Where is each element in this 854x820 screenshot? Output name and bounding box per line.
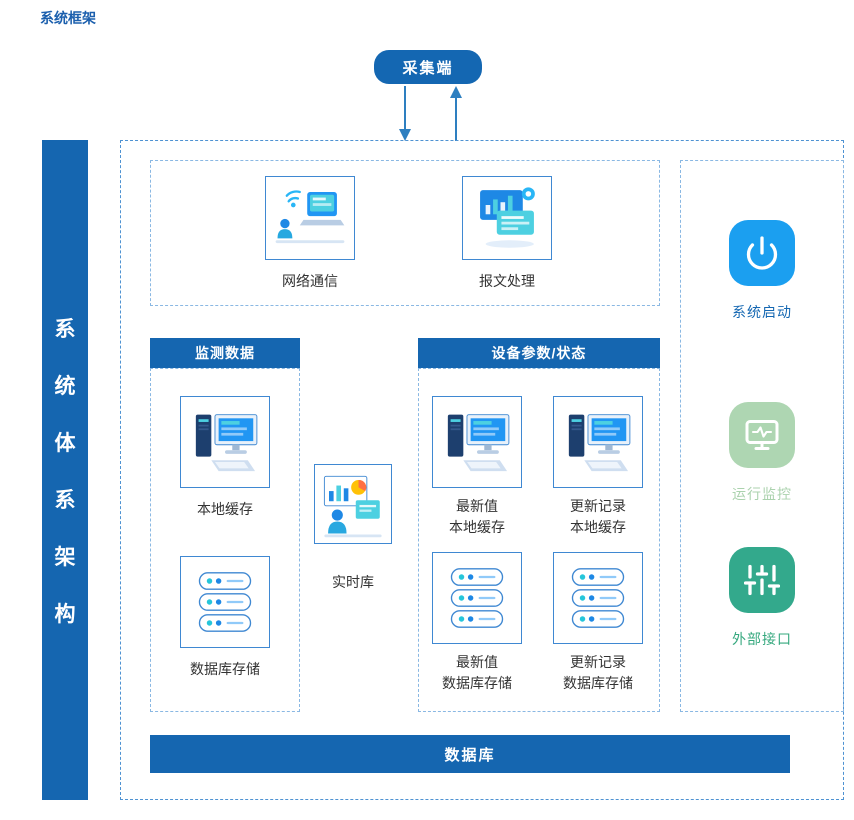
update-record-local-cache-node: 更新记录 本地缓存	[546, 396, 650, 538]
message-processing-box	[462, 176, 552, 260]
run-monitoring-node: 运行监控	[682, 402, 842, 504]
computer-illustration-icon	[184, 402, 266, 482]
external-interface-badge	[729, 547, 795, 613]
label-line-2: 本地缓存	[570, 519, 626, 535]
sidebar-char: 系	[54, 317, 76, 341]
sliders-icon	[744, 562, 780, 598]
server-illustration-icon	[184, 562, 266, 642]
external-interface-label: 外部接口	[732, 631, 792, 647]
collector-label: 采集端	[402, 59, 454, 77]
label-line-1: 更新记录	[570, 498, 626, 514]
label-line-1: 更新记录	[570, 654, 626, 670]
latest-value-db-storage-label: 最新值 数据库存储	[442, 652, 512, 694]
label-line-2: 数据库存储	[442, 675, 512, 691]
external-interface-node: 外部接口	[682, 547, 842, 649]
sidebar-char: 体	[54, 431, 76, 455]
sidebar-char: 统	[54, 374, 76, 398]
update-record-local-cache-label: 更新记录 本地缓存	[570, 496, 626, 538]
local-cache-node: 本地缓存	[165, 396, 285, 520]
run-monitoring-badge	[729, 402, 795, 468]
network-communication-box	[265, 176, 355, 260]
label-line-2: 本地缓存	[449, 519, 505, 535]
arrow-down-icon	[399, 86, 411, 141]
network-section-border	[150, 160, 660, 306]
collector-node: 采集端	[374, 50, 482, 84]
message-processing-node: 报文处理	[442, 176, 572, 292]
realtime-db-label: 实时库	[332, 574, 374, 590]
system-start-badge	[729, 220, 795, 286]
sidebar-char: 系	[54, 488, 76, 512]
latest-value-db-storage-box	[432, 552, 522, 644]
monitoring-section-border	[150, 368, 300, 712]
message-processing-label: 报文处理	[479, 273, 535, 289]
realtime-db-node: 实时库	[308, 464, 398, 593]
power-icon	[744, 235, 780, 271]
network-communication-node: 网络通信	[245, 176, 375, 292]
update-record-local-cache-box	[553, 396, 643, 488]
update-record-db-storage-box	[553, 552, 643, 644]
database-storage-node: 数据库存储	[165, 556, 285, 680]
local-cache-label: 本地缓存	[197, 501, 253, 517]
message-processing-illustration-icon	[465, 179, 549, 257]
sidebar-char: 架	[54, 545, 76, 569]
realtime-db-box	[314, 464, 392, 544]
database-storage-label: 数据库存储	[190, 661, 260, 677]
realtime-db-illustration-icon	[317, 467, 389, 541]
data-flow-arrows-icon	[399, 86, 462, 141]
latest-value-local-cache-box	[432, 396, 522, 488]
device-section-header: 设备参数/状态	[418, 338, 660, 368]
latest-value-local-cache-label: 最新值 本地缓存	[449, 496, 505, 538]
latest-value-local-cache-node: 最新值 本地缓存	[425, 396, 529, 538]
system-start-node: 系统启动	[682, 220, 842, 322]
database-bar-label: 数据库	[444, 746, 496, 764]
run-monitoring-label: 运行监控	[732, 486, 792, 502]
system-start-label: 系统启动	[732, 304, 792, 320]
database-storage-box	[180, 556, 270, 648]
computer-illustration-icon	[436, 402, 518, 482]
server-illustration-icon	[557, 558, 639, 638]
latest-value-db-storage-node: 最新值 数据库存储	[425, 552, 529, 694]
page-title: 系统框架	[40, 10, 96, 26]
server-illustration-icon	[436, 558, 518, 638]
database-bar: 数据库	[150, 735, 790, 773]
sidebar-title-bar: 系 统 体 系 架 构	[42, 140, 88, 800]
monitor-icon	[744, 417, 780, 453]
local-cache-box	[180, 396, 270, 488]
label-line-1: 最新值	[456, 654, 498, 670]
computer-illustration-icon	[557, 402, 639, 482]
sidebar-char: 构	[54, 602, 76, 626]
network-communication-illustration-icon	[268, 179, 352, 257]
update-record-db-storage-node: 更新记录 数据库存储	[546, 552, 650, 694]
monitoring-section-header: 监测数据	[150, 338, 300, 368]
functions-column-border	[680, 160, 844, 712]
network-communication-label: 网络通信	[282, 273, 338, 289]
label-line-2: 数据库存储	[563, 675, 633, 691]
label-line-1: 最新值	[456, 498, 498, 514]
arrow-up-icon	[450, 86, 462, 141]
device-section-border	[418, 368, 660, 712]
update-record-db-storage-label: 更新记录 数据库存储	[563, 652, 633, 694]
